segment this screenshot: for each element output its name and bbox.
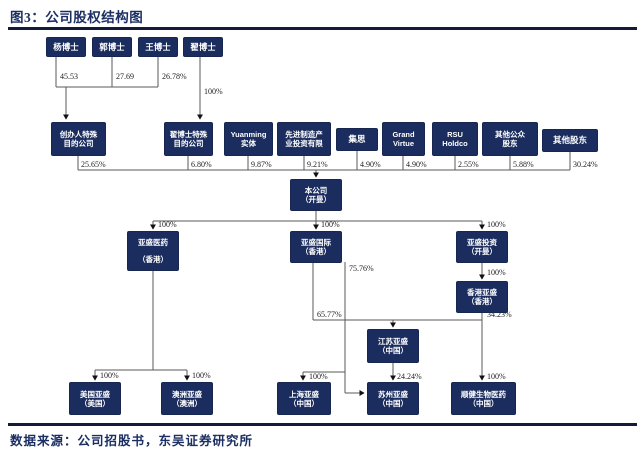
- node-founders-spv: 创办人特殊目的公司: [52, 123, 105, 155]
- node-jisi: 集思: [337, 129, 377, 150]
- pct-zhai: 100%: [204, 87, 223, 96]
- pct-us: 100%: [100, 371, 119, 380]
- node-label: 王博士: [145, 41, 171, 52]
- node-label: （香港）: [467, 297, 497, 306]
- pct-suzhou-top: 24.24%: [397, 372, 422, 381]
- node-yasheng-invest-cayman: 亚盛投资（开曼）: [457, 232, 507, 262]
- node-label: 股东: [502, 139, 518, 148]
- figure-title: 图3：公司股权结构图: [10, 10, 144, 25]
- node-label: （中国）: [378, 398, 408, 408]
- node-label: 本公司: [304, 186, 328, 195]
- node-label: 澳洲亚盛: [172, 389, 202, 399]
- node-label: RSU: [447, 130, 463, 139]
- node-dr-guo: 郭博士: [93, 38, 131, 56]
- node-label: 顺健生物医药: [461, 389, 506, 399]
- node-label: （中国）: [289, 398, 319, 408]
- node-label: 江苏亚盛: [378, 337, 408, 346]
- pct-adv-mfg: 9.21%: [307, 160, 328, 169]
- pct-wang: 26.78%: [162, 72, 187, 81]
- pct-yuanming: 9.87%: [251, 160, 272, 169]
- pct-to-pharma: 100%: [158, 220, 177, 229]
- footer-divider: [8, 423, 637, 426]
- pct-invest-hk: 100%: [487, 268, 506, 277]
- node-yasheng-pharma-hk: 亚盛医药 （香港）: [128, 232, 178, 270]
- node-label: 美国亚盛: [80, 389, 110, 399]
- node-dr-yang: 杨博士: [47, 38, 85, 56]
- pct-shunjian: 100%: [487, 372, 506, 381]
- node-label: 先进制造产: [285, 130, 323, 139]
- node-label: 亚盛国际: [301, 238, 331, 247]
- pct-js-right: 34.23%: [487, 310, 512, 319]
- pct-to-invest: 100%: [487, 220, 506, 229]
- node-label: Virtue: [392, 139, 415, 148]
- node-au-yasheng: 澳洲亚盛（澳洲）: [162, 383, 212, 414]
- pct-intl-trunk: 75.76%: [349, 264, 374, 273]
- node-jiangsu-yasheng: 江苏亚盛（中国）: [368, 330, 418, 362]
- pct-yang: 45.53: [60, 72, 78, 81]
- node-label: 上海亚盛: [289, 389, 319, 399]
- node-shanghai-yasheng: 上海亚盛（中国）: [278, 383, 330, 414]
- node-hongkong-yasheng: 香港亚盛（香港）: [457, 282, 507, 312]
- node-yasheng-intl-hk: 亚盛国际（香港）: [291, 232, 341, 262]
- node-label: 实体: [241, 139, 256, 148]
- node-label: Grand: [392, 130, 415, 139]
- node-company-cayman: 本公司（开曼）: [291, 180, 341, 210]
- node-label: 亚盛医药: [138, 238, 168, 247]
- title-divider: [8, 27, 637, 30]
- pct-guo: 27.69: [116, 72, 134, 81]
- node-label: （香港）: [138, 255, 168, 264]
- node-other-shareholders: 其他股东: [543, 130, 597, 151]
- node-label: 杨博士: [53, 41, 79, 52]
- pct-rsu: 2.55%: [458, 160, 479, 169]
- pct-shanghai: 100%: [309, 372, 328, 381]
- pct-js-left: 65.77%: [317, 310, 342, 319]
- node-shunjian-bio: 顺健生物医药（中国）: [452, 383, 515, 414]
- node-label: 目的公司: [63, 139, 94, 148]
- node-label: 翟博士: [190, 41, 216, 52]
- pct-other-sh: 30.24%: [573, 160, 598, 169]
- node-label: （美国）: [80, 398, 110, 408]
- percentage-labels: 45.53 27.69 26.78% 100% 25.65% 6.80% 9.8…: [60, 72, 598, 381]
- node-suzhou-yasheng: 苏州亚盛（中国）: [368, 383, 418, 414]
- node-other-public-shareholders: 其他公众股东: [483, 123, 537, 155]
- node-label: 翟博士特殊: [169, 130, 208, 139]
- node-label: 目的公司: [173, 139, 204, 148]
- node-label: （开曼）: [467, 247, 497, 256]
- node-advanced-mfg-fund: 先进制造产业投资有限: [278, 123, 330, 155]
- pct-other-public: 5.88%: [513, 160, 534, 169]
- node-label: 亚盛投资: [467, 238, 497, 247]
- node-label: 其他公众: [495, 130, 525, 139]
- node-label: 集思: [348, 134, 366, 144]
- node-label: 其他股东: [552, 135, 587, 145]
- connector-lines: [55, 56, 571, 396]
- node-label: （澳洲）: [172, 398, 202, 408]
- node-dr-wang: 王博士: [139, 38, 177, 56]
- node-label: （中国）: [378, 346, 408, 355]
- node-label: Yuanming: [230, 130, 267, 139]
- node-label: （中国）: [468, 398, 499, 408]
- node-label: 苏州亚盛: [378, 389, 408, 399]
- node-us-yasheng: 美国亚盛（美国）: [70, 383, 120, 414]
- pct-au: 100%: [192, 371, 211, 380]
- node-zhai-spv: 翟博士特殊目的公司: [165, 123, 212, 155]
- data-source-note: 数据来源：公司招股书，东吴证券研究所: [10, 434, 254, 448]
- node-dr-zhai: 翟博士: [184, 38, 222, 56]
- node-label: 郭博士: [99, 41, 125, 52]
- node-label: （香港）: [301, 247, 331, 256]
- node-label: 业投资有限: [285, 139, 323, 148]
- pct-founders-spv: 25.65%: [81, 160, 106, 169]
- pct-zhai-spv: 6.80%: [191, 160, 212, 169]
- node-label: 创办人特殊: [59, 130, 98, 139]
- node-label: 香港亚盛: [467, 288, 497, 297]
- pct-grand-virtue: 4.90%: [406, 160, 427, 169]
- pct-jisi: 4.90%: [360, 160, 381, 169]
- pct-to-intl: 100%: [321, 220, 340, 229]
- node-label: Holdco: [442, 139, 468, 148]
- node-label: （开曼）: [301, 195, 331, 204]
